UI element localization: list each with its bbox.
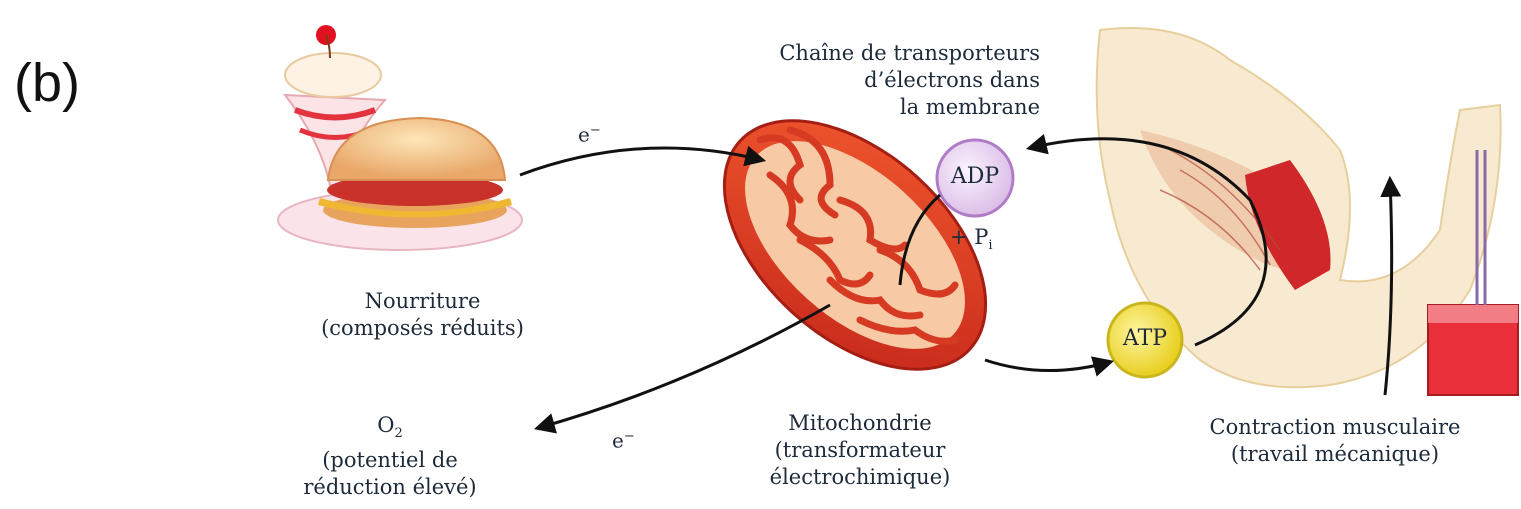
label-muscle: Contraction musculaire (travail mécaniqu… — [1165, 414, 1505, 468]
label-food-line-2: (composés réduits) — [270, 315, 575, 342]
label-chain-line-3: la membrane — [695, 94, 1040, 121]
label-pi: + Pi — [950, 224, 993, 259]
label-atp: ATP — [1116, 326, 1174, 351]
label-oxygen-line-3: réduction élevé) — [270, 474, 510, 501]
label-oxygen-formula: O2 — [270, 412, 510, 447]
label-mito-line-3: électrochimique) — [730, 464, 990, 491]
label-mito: Mitochondrie (transformateur électrochim… — [730, 410, 990, 491]
label-adp: ADP — [944, 164, 1006, 189]
label-oxygen: O2 (potentiel de réduction élevé) — [270, 412, 510, 501]
arrow-mito-to-atp — [985, 360, 1110, 371]
label-food: Nourriture (composés réduits) — [270, 288, 575, 342]
label-mito-line-2: (transformateur — [730, 437, 990, 464]
label-chain: Chaîne de transporteurs d’électrons dans… — [695, 40, 1040, 121]
food-illustration — [278, 25, 522, 250]
label-oxygen-line-2: (potentiel de — [270, 447, 510, 474]
label-muscle-line-2: (travail mécanique) — [1165, 441, 1505, 468]
label-food-line-1: Nourriture — [270, 288, 575, 315]
label-muscle-line-1: Contraction musculaire — [1165, 414, 1505, 441]
label-electron-bottom: e− — [612, 424, 635, 454]
label-mito-line-1: Mitochondrie — [730, 410, 990, 437]
label-chain-line-1: Chaîne de transporteurs — [695, 40, 1040, 67]
label-electron-top: e− — [578, 118, 601, 148]
label-chain-line-2: d’électrons dans — [695, 67, 1040, 94]
